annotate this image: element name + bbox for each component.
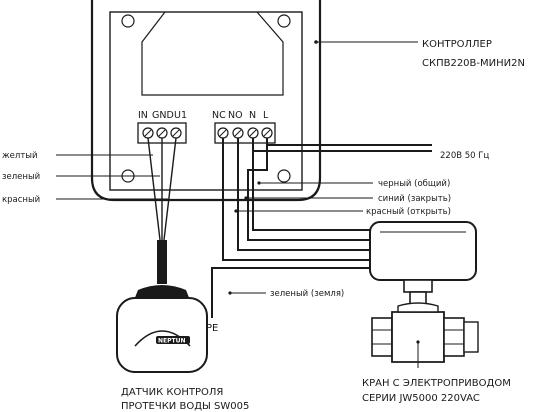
- valve-wire-black: [247, 138, 372, 241]
- terminal-block-valve: NC NO N L: [212, 110, 276, 144]
- sensor-logo-plate: [156, 336, 190, 344]
- ground-label: PE: [206, 323, 218, 334]
- terminal-label-in: IN: [138, 110, 148, 121]
- terminal-block-sensor: IN GND U1: [137, 110, 187, 144]
- valve-nut-left: [371, 317, 393, 357]
- terminal-label-nc: NC: [212, 110, 226, 121]
- terminal-label-l: L: [263, 110, 269, 121]
- motorized-valve: КРАН С ЭЛЕКТРОПРИВОДОМ СЕРИИ JW5000 220V…: [362, 221, 511, 404]
- controller-inner-panel: [109, 11, 303, 191]
- valve-nut-right: [443, 317, 465, 357]
- terminal-label-u1: U1: [174, 110, 187, 121]
- label-black: черный (общий): [378, 179, 450, 189]
- controller-inner-bevel: [141, 11, 284, 96]
- valve-caption-line2: СЕРИИ JW5000 220VAC: [362, 393, 480, 404]
- sensor-caption-line1: ДАТЧИК КОНТРОЛЯ: [121, 387, 223, 398]
- sensor-wire-yellow: [147, 137, 161, 241]
- valve-body-top: [397, 302, 439, 313]
- sensor-caption-line2: ПРОТЕЧКИ ВОДЫ SW005: [121, 401, 249, 412]
- sensor-cap: [134, 285, 190, 300]
- power-wires: 220В 50 Гц: [252, 138, 489, 161]
- valve-wire-ground: [211, 267, 372, 318]
- label-red-valve: красный (открыть): [366, 207, 451, 217]
- valve-wire-red: [222, 138, 372, 261]
- label-green-ground: зеленый (земля): [270, 289, 344, 299]
- label-green: зеленый: [2, 172, 40, 182]
- terminal-label-gnd: GND: [152, 110, 174, 121]
- terminal-label-n: N: [249, 110, 256, 121]
- power-label: 220В 50 Гц: [440, 151, 489, 161]
- controller-label-line1: КОНТРОЛЛЕР: [422, 39, 492, 50]
- mount-hole-bottom-right: [277, 169, 291, 183]
- mount-hole-top-right: [277, 14, 291, 28]
- label-yellow: желтый: [2, 151, 38, 161]
- valve-port-right: [463, 321, 479, 353]
- valve-wires: черный (общий) синий (закрыть) красный (…: [206, 138, 451, 334]
- valve-actuator-housing: [369, 221, 477, 281]
- sensor-cable: желтый зеленый красный: [2, 137, 177, 284]
- controller: IN GND U1 NC NO N L КОНТРОЛЛЕР СКПВ220В-…: [90, 0, 525, 202]
- mount-hole-top-left: [121, 14, 135, 28]
- valve-stem-collar: [403, 279, 433, 293]
- controller-label-line2: СКПВ220В-МИНИ2N: [422, 58, 525, 69]
- terminal-block-right-body: [214, 122, 276, 144]
- label-blue: синий (закрыть): [378, 194, 451, 204]
- sensor-wire-red: [163, 137, 177, 241]
- terminal-label-no: NO: [228, 110, 243, 121]
- valve-wire-neutral: [252, 151, 372, 231]
- label-red: красный: [2, 195, 40, 205]
- valve-caption-line1: КРАН С ЭЛЕКТРОПРИВОДОМ: [362, 378, 511, 389]
- sensor-cable-jacket: [157, 240, 167, 284]
- sensor-brand: NEPTUN: [158, 338, 186, 345]
- sensor-body: [116, 297, 208, 373]
- valve-wire-blue: [237, 138, 372, 251]
- leak-sensor: NEPTUN ДАТЧИК КОНТРОЛЯ ПРОТЕЧКИ ВОДЫ SW0…: [116, 285, 249, 412]
- controller-housing: [90, 0, 322, 202]
